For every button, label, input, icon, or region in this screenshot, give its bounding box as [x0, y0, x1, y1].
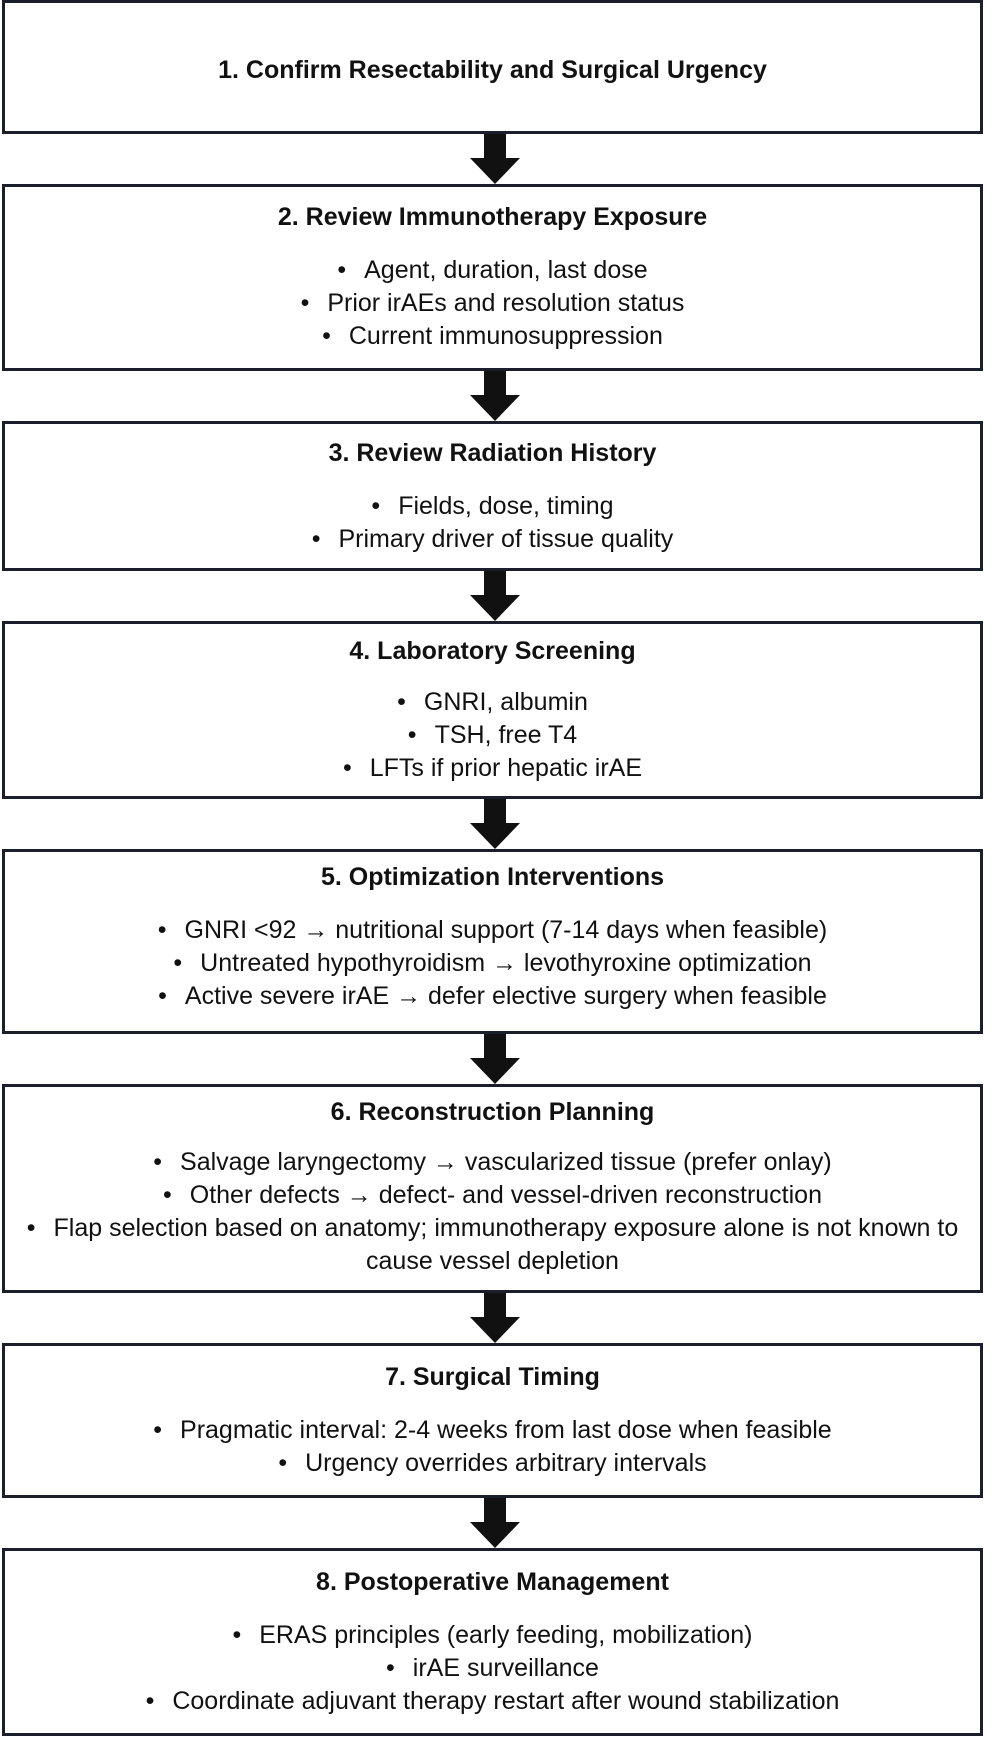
- step-6-title: 6. Reconstruction Planning: [330, 1098, 655, 1126]
- step-2-item: Agent, duration, last dose: [5, 254, 980, 287]
- step-3-item: Fields, dose, timing: [5, 490, 980, 523]
- step-7-item: Urgency overrides arbitrary intervals: [5, 1447, 980, 1480]
- step-8-title: 8. Postoperative Management: [316, 1568, 669, 1596]
- step-5-item: Untreated hypothyroidism → levothyroxine…: [5, 947, 980, 980]
- flow-arrow-3: [470, 571, 520, 621]
- step-6-box: 6. Reconstruction Planning Salvage laryn…: [2, 1084, 983, 1293]
- flow-arrow-2: [470, 371, 520, 421]
- step-8-list: ERAS principles (early feeding, mobiliza…: [5, 1619, 980, 1718]
- flow-arrow-5: [470, 1034, 520, 1084]
- step-4-item: GNRI, albumin: [5, 686, 980, 719]
- step-6-item: Flap selection based on anatomy; immunot…: [5, 1212, 980, 1278]
- step-4-list: GNRI, albumin TSH, free T4 LFTs if prior…: [5, 686, 980, 785]
- step-5-item: GNRI <92 → nutritional support (7-14 day…: [5, 914, 980, 947]
- step-3-title: 3. Review Radiation History: [328, 439, 657, 467]
- flow-arrow-7: [470, 1498, 520, 1548]
- step-1-box: 1. Confirm Resectability and Surgical Ur…: [2, 0, 983, 134]
- step-2-title: 2. Review Immunotherapy Exposure: [277, 203, 708, 231]
- step-8-box: 8. Postoperative Management ERAS princip…: [2, 1548, 983, 1736]
- step-4-item: LFTs if prior hepatic irAE: [5, 752, 980, 785]
- step-7-box: 7. Surgical Timing Pragmatic interval: 2…: [2, 1343, 983, 1498]
- step-4-box: 4. Laboratory Screening GNRI, albumin TS…: [2, 621, 983, 799]
- step-6-item: Salvage laryngectomy → vascularized tiss…: [5, 1146, 980, 1179]
- step-2-item: Prior irAEs and resolution status: [5, 287, 980, 320]
- step-7-item: Pragmatic interval: 2-4 weeks from last …: [5, 1414, 980, 1447]
- step-6-list: Salvage laryngectomy → vascularized tiss…: [5, 1146, 980, 1278]
- flow-arrow-4: [470, 799, 520, 849]
- step-8-item: irAE surveillance: [5, 1652, 980, 1685]
- step-2-list: Agent, duration, last dose Prior irAEs a…: [5, 254, 980, 353]
- step-2-item: Current immunosuppression: [5, 320, 980, 353]
- step-5-item: Active severe irAE → defer elective surg…: [5, 980, 980, 1013]
- step-3-list: Fields, dose, timing Primary driver of t…: [5, 490, 980, 556]
- step-3-item: Primary driver of tissue quality: [5, 523, 980, 556]
- step-7-title: 7. Surgical Timing: [385, 1363, 600, 1391]
- step-5-title: 5. Optimization Interventions: [320, 863, 665, 891]
- step-2-box: 2. Review Immunotherapy Exposure Agent, …: [2, 184, 983, 371]
- step-6-item: Other defects → defect- and vessel-drive…: [5, 1179, 980, 1212]
- step-3-box: 3. Review Radiation History Fields, dose…: [2, 421, 983, 571]
- step-8-item: Coordinate adjuvant therapy restart afte…: [5, 1685, 980, 1718]
- flow-arrow-1: [470, 134, 520, 184]
- flow-arrow-6: [470, 1293, 520, 1343]
- step-1-title: 1. Confirm Resectability and Surgical Ur…: [218, 56, 767, 84]
- step-5-list: GNRI <92 → nutritional support (7-14 day…: [5, 914, 980, 1013]
- step-4-title: 4. Laboratory Screening: [349, 637, 636, 665]
- step-8-item: ERAS principles (early feeding, mobiliza…: [5, 1619, 980, 1652]
- step-4-item: TSH, free T4: [5, 719, 980, 752]
- step-5-box: 5. Optimization Interventions GNRI <92 →…: [2, 849, 983, 1034]
- step-7-list: Pragmatic interval: 2-4 weeks from last …: [5, 1414, 980, 1480]
